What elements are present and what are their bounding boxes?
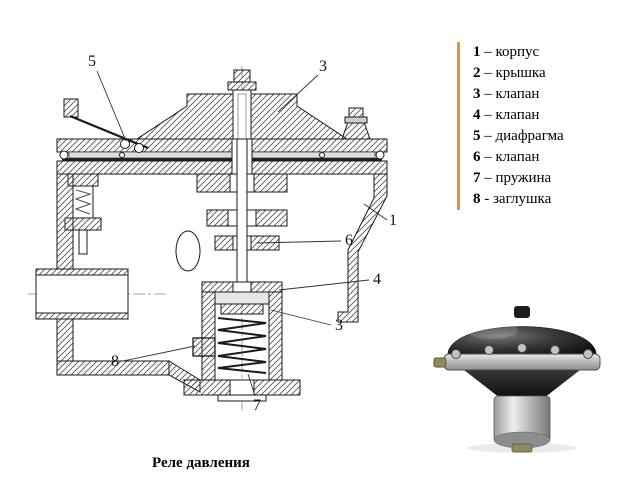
legend-item: 2 – крышка (473, 63, 564, 84)
photo-bolts (451, 343, 593, 359)
legend-item-number: 3 (473, 86, 481, 102)
legend-item-number: 1 (473, 44, 481, 60)
photo-neck (464, 370, 580, 398)
callout-valve-lower: 4 (373, 271, 381, 288)
callout-plug: 8 (111, 353, 119, 370)
callout-body: 1 (389, 212, 397, 229)
legend-item-number: 7 (473, 170, 481, 186)
legend-item-number: 4 (473, 107, 481, 123)
legend-item-number: 8 (473, 191, 481, 207)
legend-item-label: – клапан (484, 86, 540, 102)
callout-diaphragm: 5 (88, 53, 96, 70)
legend-item-label: – диафрагма (484, 128, 564, 144)
legend-item: 8 - заглушка (473, 189, 564, 210)
legend-item: 5 – диафрагма (473, 126, 564, 147)
legend-item-label: - заглушка (484, 191, 552, 207)
legend-item: 7 – пружина (473, 168, 564, 189)
legend-item: 6 – клапан (473, 147, 564, 168)
callout-leaders (96, 70, 388, 397)
valve-section (35, 69, 388, 402)
legend-item-label: – пружина (484, 170, 552, 186)
legend-item-number: 5 (473, 128, 481, 144)
legend-item: 1 – корпус (473, 42, 564, 63)
legend-item: 3 – клапан (473, 84, 564, 105)
photo-highlight (466, 321, 518, 339)
legend-item-label: – крышка (484, 65, 546, 81)
photo-flange (443, 353, 601, 371)
photo-top-nub (514, 306, 530, 318)
legend-item-label: – клапан (484, 149, 540, 165)
device-photo (433, 306, 601, 453)
legend-item-label: – корпус (484, 44, 540, 60)
parts-legend: 1 – корпус 2 – крышка 3 – клапан 4 – кла… (457, 42, 564, 210)
callout-spring: 7 (253, 397, 261, 414)
legend-item-number: 2 (473, 65, 481, 81)
legend-item-label: – клапан (484, 107, 540, 123)
legend-item: 4 – клапан (473, 105, 564, 126)
callout-valve-mid: 6 (345, 232, 353, 249)
caption: Реле давления (152, 455, 250, 471)
callout-cover-valve: 3 (319, 58, 327, 75)
technical-drawing: 5 3 1 6 4 3 8 7 (28, 53, 397, 414)
legend-item-number: 6 (473, 149, 481, 165)
photo-bottom-port (511, 443, 533, 453)
callout-valve-bottom: 3 (335, 317, 343, 334)
photo-side-fitting (433, 357, 447, 368)
